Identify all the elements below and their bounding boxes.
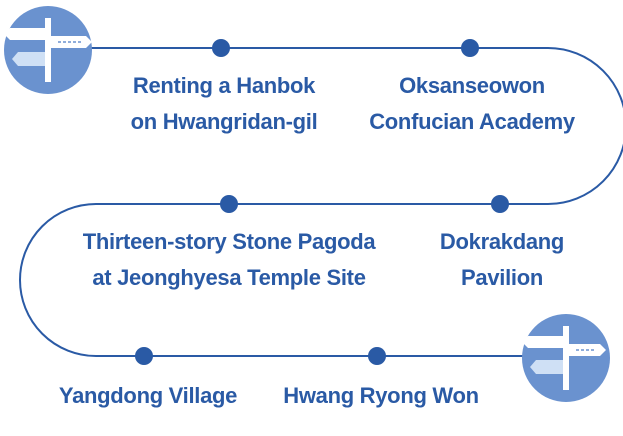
- stop-label-hanbok: Renting a Hanbok on Hwangridan-gil: [131, 68, 318, 140]
- stop-label-line: Hwang Ryong Won: [283, 383, 479, 408]
- stop-label-line: Renting a Hanbok: [132, 73, 316, 98]
- signpost-icon: [4, 6, 92, 94]
- signpost-icon: [522, 314, 610, 402]
- stop-label-oksanseowon: Oksanseowon Confucian Academy: [369, 68, 575, 140]
- stop-label-yangdong: Yangdong Village: [59, 378, 237, 414]
- stop-dot-oksanseowon: [461, 39, 479, 57]
- stop-dot-pagoda: [220, 195, 238, 213]
- stop-label-line: at Jeonghyesa Temple Site: [92, 265, 366, 290]
- stop-label-line: Pavilion: [461, 265, 543, 290]
- stop-label-line: Thirteen-story Stone Pagoda: [82, 229, 376, 254]
- stop-label-line: Dokrakdang: [439, 229, 565, 254]
- stop-label-hwangryongwon: Hwang Ryong Won: [283, 378, 479, 414]
- stop-dot-hanbok: [212, 39, 230, 57]
- stop-label-line: on Hwangridan-gil: [130, 109, 318, 134]
- stop-dot-hwangryongwon: [368, 347, 386, 365]
- stop-dot-dokrakdang: [491, 195, 509, 213]
- stop-label-dokrakdang: Dokrakdang Pavilion: [440, 224, 564, 296]
- stop-label-line: Yangdong Village: [58, 383, 238, 408]
- route-line: [19, 47, 623, 357]
- stop-label-pagoda: Thirteen-story Stone Pagoda at Jeonghyes…: [83, 224, 376, 296]
- stop-label-line: Confucian Academy: [369, 109, 575, 134]
- stop-dot-yangdong: [135, 347, 153, 365]
- stop-label-line: Oksanseowon: [399, 73, 545, 98]
